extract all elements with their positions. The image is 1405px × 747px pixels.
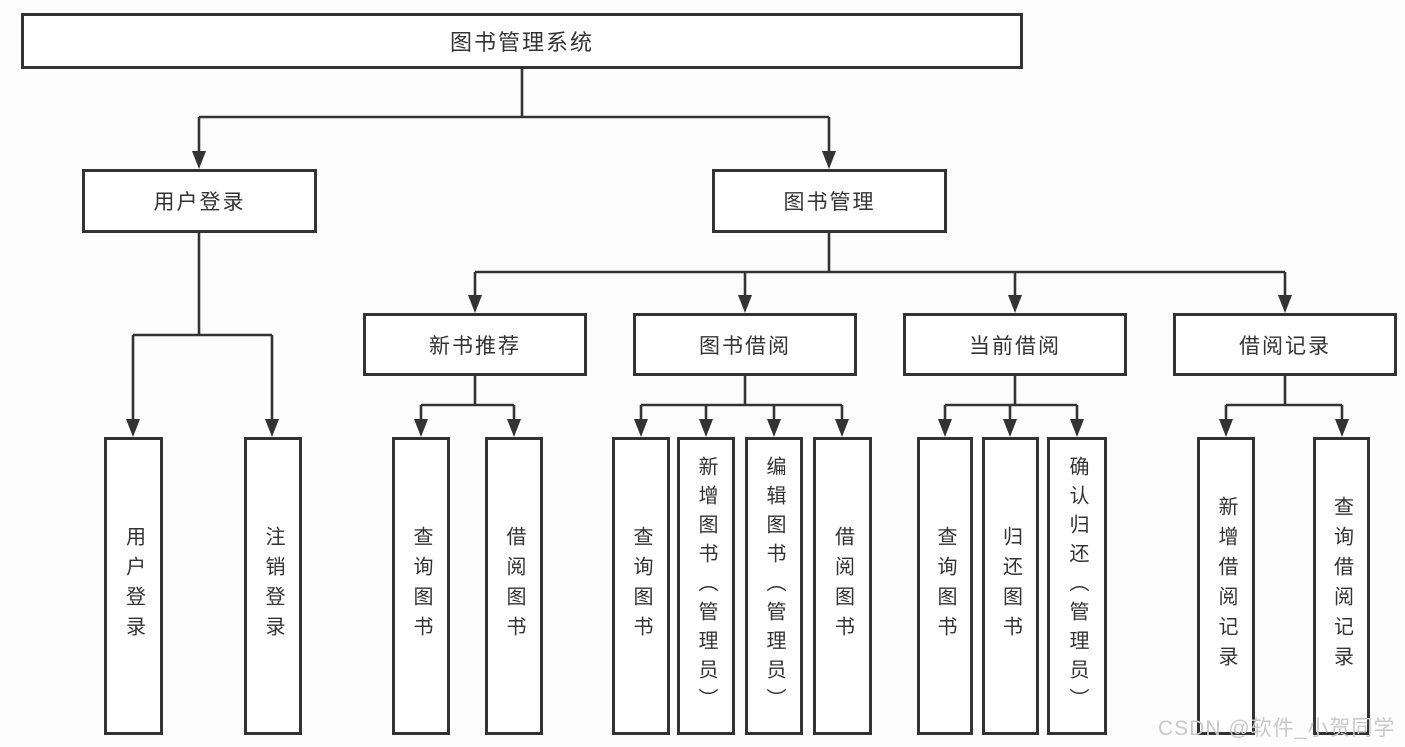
leaf-current-return-books: 归还图书 bbox=[982, 437, 1039, 735]
node-book-management: 图书管理 bbox=[712, 169, 947, 233]
arrowhead-icon bbox=[738, 295, 752, 313]
node-user-login: 用户登录 bbox=[82, 169, 317, 233]
connector-new-books bbox=[419, 376, 516, 420]
leaf-borrow-add-books-admin: 新增图书（管理员） bbox=[677, 437, 735, 735]
arrowhead-icon bbox=[634, 419, 648, 437]
arrowhead-icon bbox=[938, 419, 952, 437]
arrowhead-icon bbox=[126, 419, 140, 437]
leaf-borrow-borrow-books: 借阅图书 bbox=[813, 437, 872, 735]
arrowhead-icon bbox=[1278, 295, 1292, 313]
connector-current-borrow bbox=[943, 376, 1079, 420]
leaf-logout: 注销登录 bbox=[244, 437, 302, 735]
arrowhead-icon bbox=[767, 419, 781, 437]
connector-user-login bbox=[131, 232, 274, 420]
connector-book-mgmt bbox=[473, 233, 1287, 296]
arrowhead-icon bbox=[468, 295, 482, 313]
leaf-records-query-record: 查询借阅记录 bbox=[1313, 437, 1370, 735]
arrowhead-icon bbox=[1070, 419, 1084, 437]
node-new-book-recommend: 新书推荐 bbox=[363, 313, 587, 376]
node-borrow-records: 借阅记录 bbox=[1173, 313, 1397, 376]
connector-root bbox=[197, 69, 831, 152]
node-book-borrow: 图书借阅 bbox=[633, 313, 857, 376]
arrowhead-icon bbox=[1335, 419, 1349, 437]
leaf-borrow-query-books: 查询图书 bbox=[612, 437, 670, 735]
arrowhead-icon bbox=[1219, 419, 1233, 437]
arrowhead-icon bbox=[507, 419, 521, 437]
leaf-newbook-query-books: 查询图书 bbox=[392, 437, 450, 735]
leaf-current-query-books: 查询图书 bbox=[917, 437, 973, 735]
arrowhead-icon bbox=[1008, 295, 1022, 313]
csdn-watermark: CSDN @软件_小贺同学 bbox=[1158, 717, 1396, 740]
arrowhead-icon bbox=[1003, 419, 1017, 437]
arrowhead-icon bbox=[192, 151, 206, 169]
connector-book-borrow bbox=[639, 376, 844, 420]
leaf-current-confirm-return-admin: 确认归还（管理员） bbox=[1047, 437, 1107, 735]
leaf-records-add-record: 新增借阅记录 bbox=[1197, 437, 1255, 735]
leaf-newbook-borrow-books: 借阅图书 bbox=[485, 437, 543, 735]
node-root-system: 图书管理系统 bbox=[21, 13, 1023, 69]
arrowhead-icon bbox=[822, 151, 836, 169]
connector-borrow-records bbox=[1224, 376, 1344, 420]
arrowhead-icon bbox=[265, 419, 279, 437]
arrowhead-icon bbox=[414, 419, 428, 437]
arrowhead-icon bbox=[699, 419, 713, 437]
arrowhead-icon bbox=[835, 419, 849, 437]
node-current-borrow: 当前借阅 bbox=[903, 313, 1127, 376]
leaf-borrow-edit-books-admin: 编辑图书（管理员） bbox=[745, 437, 803, 735]
leaf-user-login: 用户登录 bbox=[104, 437, 163, 735]
